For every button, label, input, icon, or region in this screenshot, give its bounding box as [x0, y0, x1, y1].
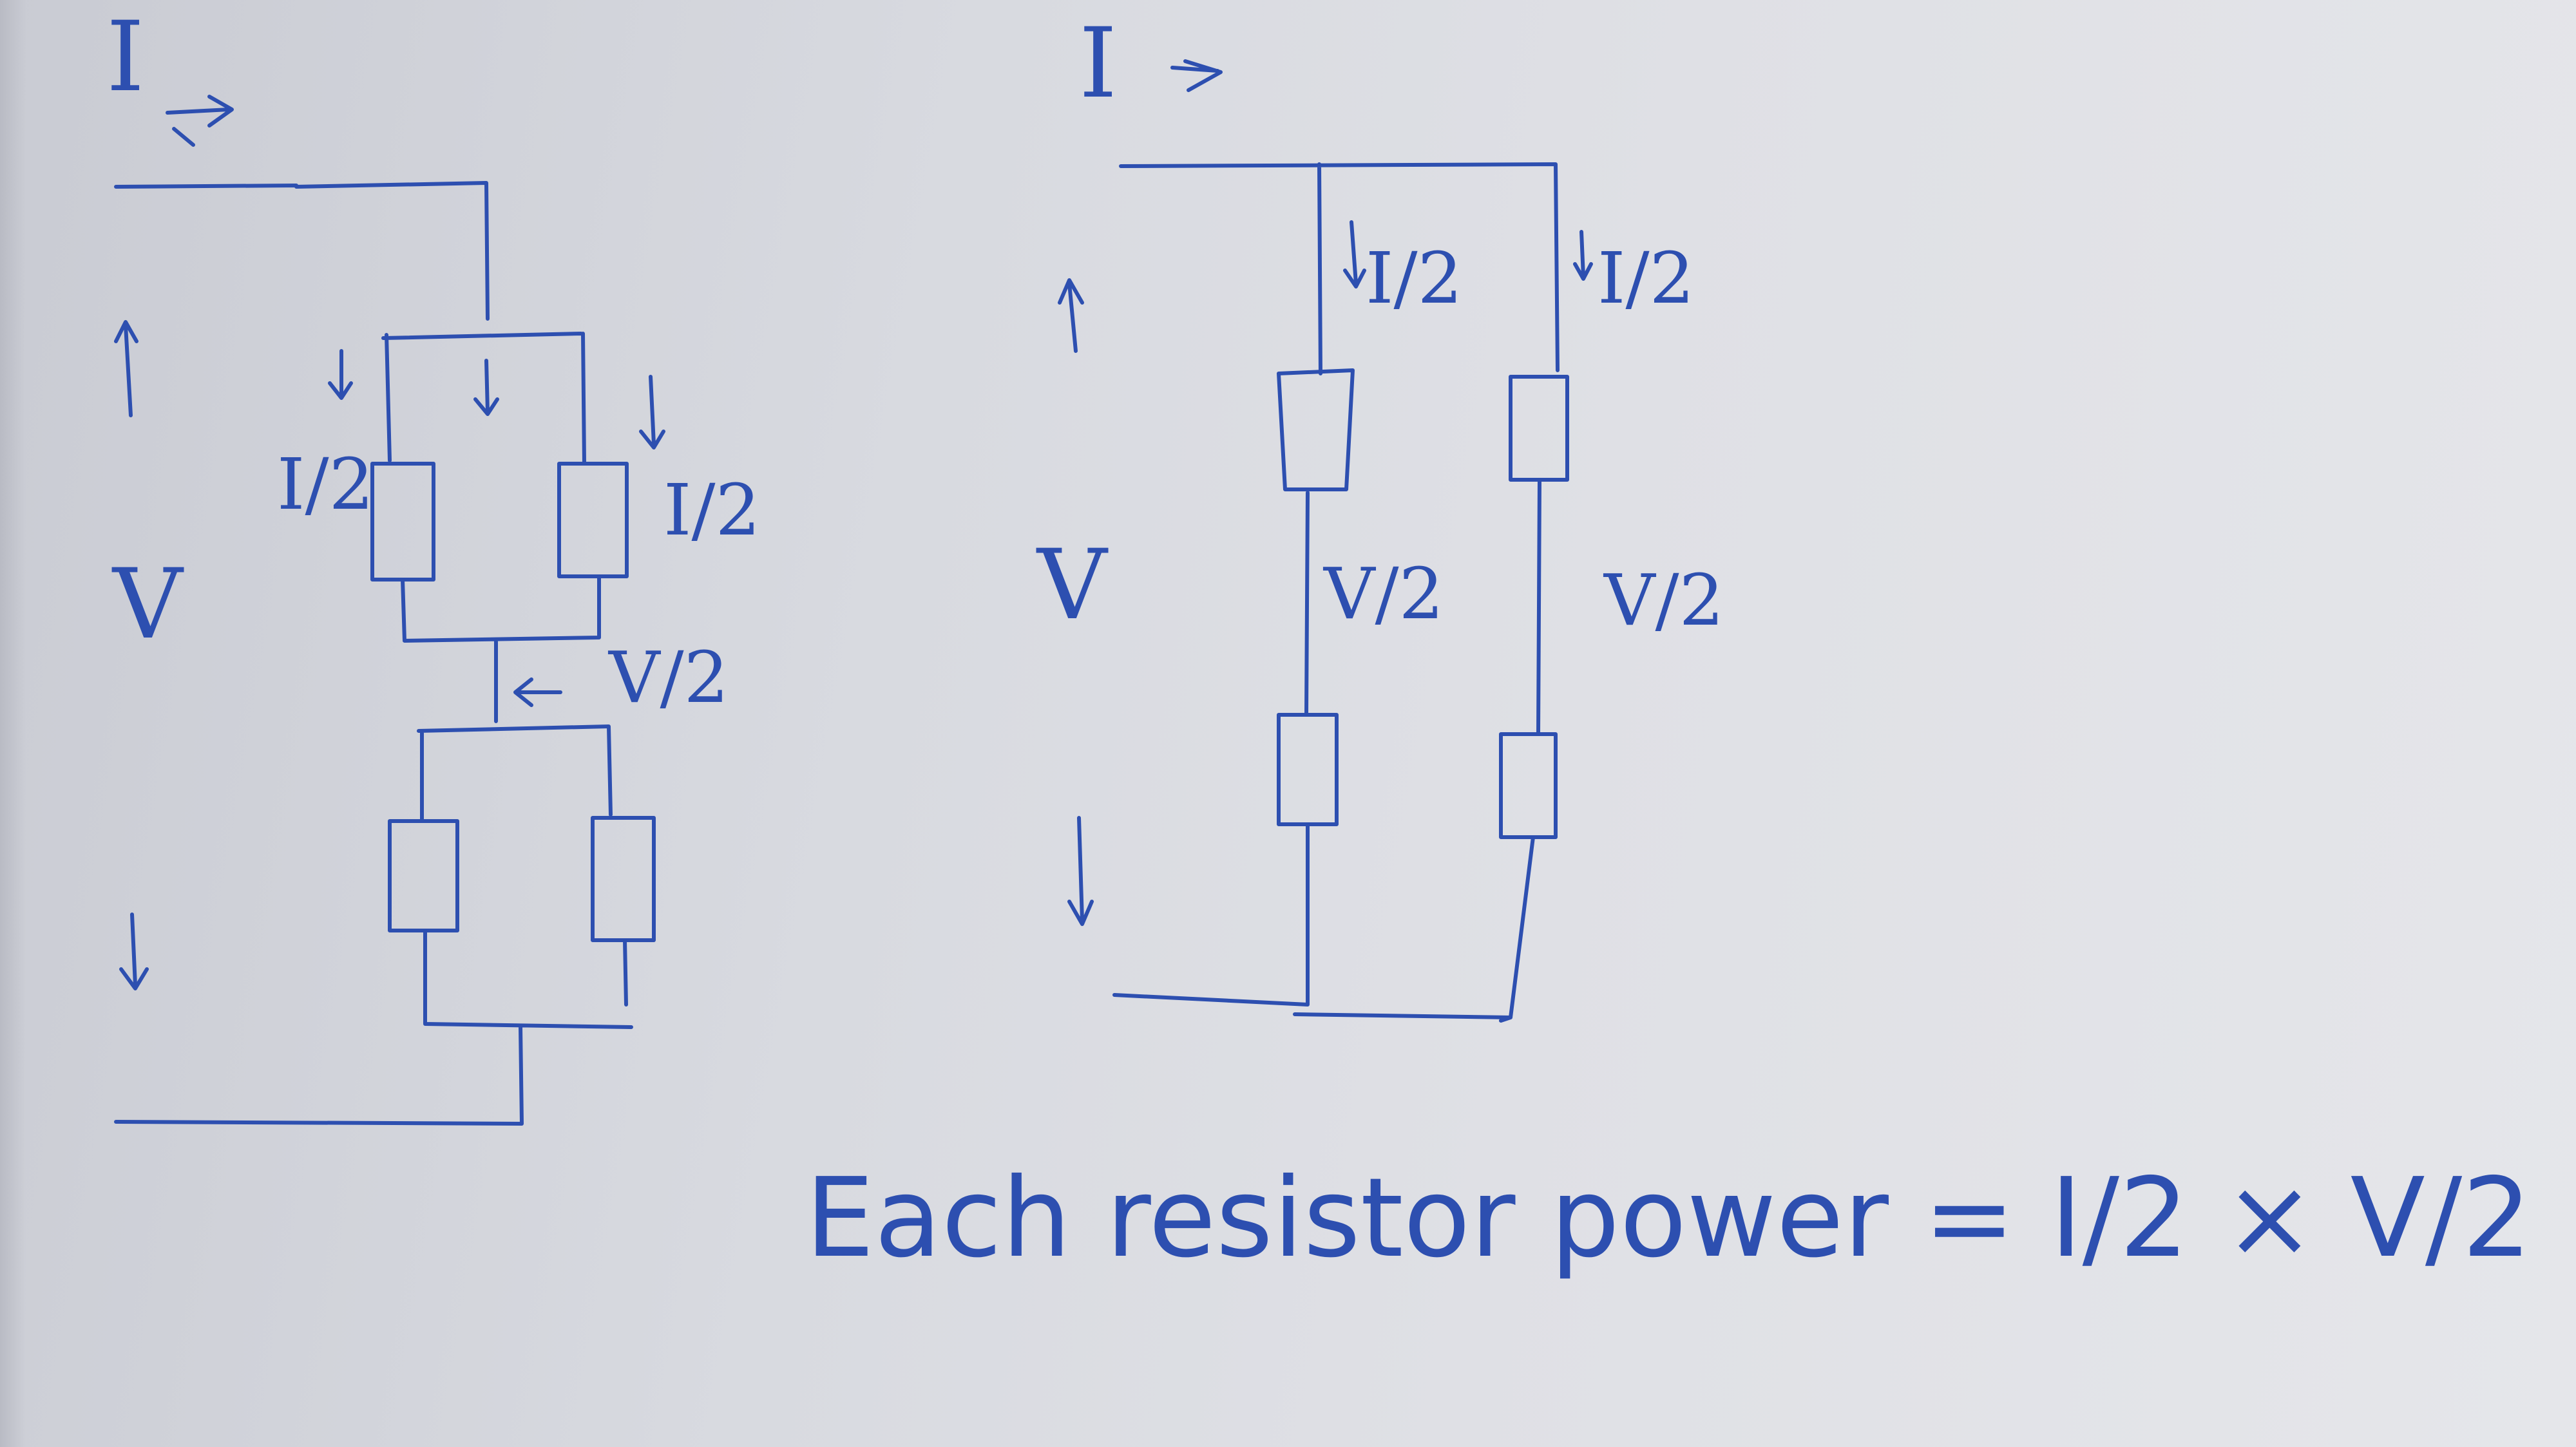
- left-upper-join: [401, 574, 601, 723]
- left-resistor-4: [591, 816, 656, 942]
- left-voltage-up-arrow: [114, 320, 138, 417]
- left-mid-arrow: [513, 677, 562, 707]
- right-branch-voltage-left: V/2: [1322, 553, 1444, 635]
- left-branch-arrow-1: [328, 349, 353, 400]
- left-resistor-3: [388, 819, 459, 932]
- right-voltage-label: V: [1036, 529, 1109, 641]
- right-middle-wires: [1304, 478, 1541, 736]
- right-bottom-wires: [1112, 822, 1535, 1023]
- left-branch-arrow-2: [473, 359, 499, 416]
- left-bottom-wire: [114, 929, 633, 1126]
- left-branch-arrow-3: [639, 375, 665, 449]
- right-voltage-down-arrow: [1067, 816, 1094, 926]
- right-branch-arrow-1: [1343, 220, 1366, 288]
- power-equation: Each resistor power = I/2 × V/2 = P/4: [805, 1155, 2576, 1282]
- paper-edge: [0, 0, 26, 1447]
- left-lower-bus: [417, 724, 613, 823]
- right-branch-current-right: I/2: [1598, 237, 1695, 319]
- left-current-arrow: [166, 95, 234, 147]
- left-branch-current-right: I/2: [663, 469, 761, 551]
- left-resistor-1: [370, 462, 435, 582]
- right-resistor-4: [1499, 732, 1558, 839]
- right-resistor-2: [1509, 375, 1569, 482]
- left-voltage-down-arrow: [119, 913, 149, 990]
- left-branch-current-left: I/2: [277, 443, 374, 525]
- left-circuit: I V I/2 I/2 V/2: [106, 1, 761, 1126]
- right-current-arrow: [1170, 59, 1223, 92]
- right-top-wire: [1119, 162, 1560, 375]
- right-branch-voltage-right: V/2: [1603, 559, 1724, 641]
- left-upper-bus: [381, 332, 586, 466]
- left-current-label: I: [106, 1, 144, 113]
- right-current-label: I: [1079, 8, 1117, 120]
- right-voltage-up-arrow: [1058, 278, 1084, 353]
- right-resistor-3: [1277, 713, 1339, 826]
- right-branch-arrow-2: [1573, 230, 1593, 281]
- left-voltage-label: V: [111, 549, 184, 661]
- left-resistor-2: [557, 462, 629, 578]
- left-top-wire: [114, 181, 490, 321]
- left-midpoint-voltage: V/2: [607, 636, 729, 719]
- right-circuit: I V I/2 I/2 V/2 V/2: [1036, 8, 1724, 1023]
- right-resistor-1: [1277, 368, 1355, 491]
- right-branch-current-left: I/2: [1366, 237, 1463, 319]
